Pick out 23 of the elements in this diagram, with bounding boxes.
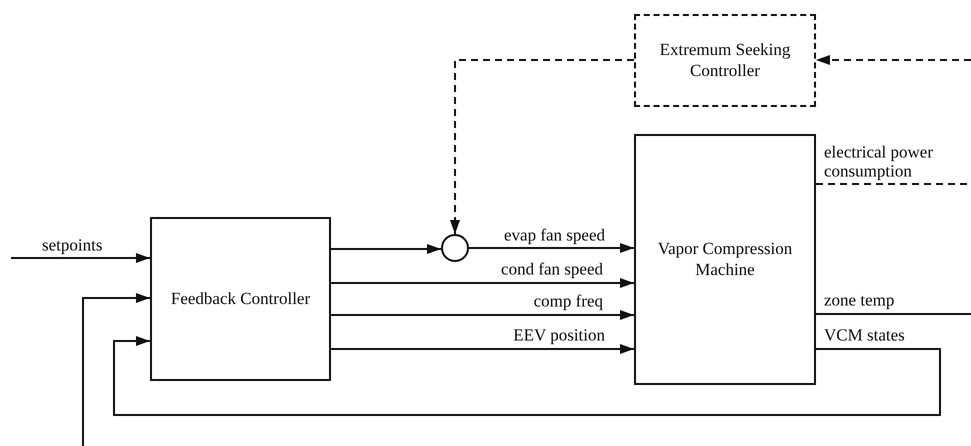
arrow: [331, 310, 634, 320]
summing-junction-circle: [441, 234, 469, 262]
arrow: [113, 336, 941, 416]
signal-line: [816, 313, 971, 315]
edge-label: cond fan speed: [499, 260, 605, 279]
arrow: [11, 253, 150, 263]
arrow: [82, 293, 150, 446]
edge-label: EEV position: [511, 326, 607, 345]
edge-label: setpoints: [40, 236, 104, 255]
arrow: [331, 344, 634, 354]
block: [150, 217, 331, 381]
arrow: [469, 243, 634, 253]
arrow: [331, 278, 634, 288]
block: [634, 14, 816, 107]
edge-label: comp freq: [532, 292, 605, 311]
block-label: Extremum Seeking Controller: [658, 40, 792, 81]
block-label: Feedback Controller: [170, 288, 312, 310]
block: [634, 134, 816, 385]
arrow: [450, 59, 634, 234]
edge-label: evap fan speed: [502, 226, 607, 245]
arrow: [816, 55, 971, 65]
block-label: Vapor Compression Machine: [656, 239, 794, 280]
arrow: [331, 244, 441, 254]
